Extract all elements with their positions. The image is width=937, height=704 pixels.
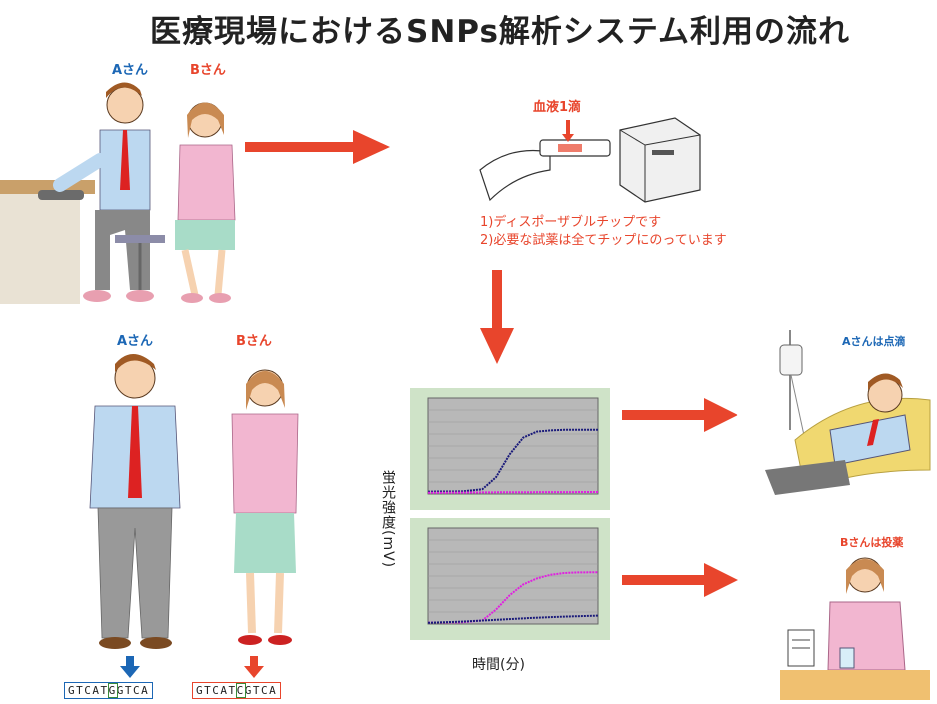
outcome-a-label: Aさんは点滴: [842, 335, 906, 348]
x-axis-label: 時間(分): [472, 657, 525, 673]
blood-drop-label: 血液1滴: [533, 100, 582, 115]
snp-b: C: [235, 683, 246, 698]
right-arrow-icon: [245, 130, 390, 164]
series-line-1: [427, 614, 599, 624]
dna-sequence-b: GTCATCGTCA: [192, 682, 282, 699]
series-line-0: [427, 571, 599, 624]
dna-sequence-a: GTCATGGTCA: [64, 682, 154, 699]
right-arrow-to-b-icon: [622, 563, 738, 597]
snp-a: G: [107, 683, 118, 698]
down-arrow-icon: [480, 270, 514, 364]
person-b-label: Bさん: [190, 63, 226, 78]
outcome-b-label: Bさんは投薬: [840, 536, 904, 549]
down-arrow-red-icon: [244, 656, 264, 678]
standing-persons-illustration: [89, 354, 299, 649]
person-b-standing-label: Bさん: [236, 334, 272, 349]
chart-a: [410, 388, 610, 510]
medication-illustration: [762, 536, 937, 704]
y-axis-label: 蛍光強度(mV): [380, 470, 396, 569]
iv-drip-illustration: [737, 322, 933, 498]
person-a-label: Aさん: [112, 63, 149, 78]
right-arrow-to-a-icon: [622, 398, 738, 432]
chip-note-2: 2)必要な試薬は全てチップにのっています: [480, 233, 727, 248]
series-line-1: [427, 491, 599, 494]
chip-notes: 1)ディスポーザブルチップです 2)必要な試薬は全てチップにのっています: [480, 214, 800, 250]
series-line-0: [427, 428, 598, 493]
page-title: 医療現場におけるSNPs解析システム利用の流れ: [150, 14, 850, 50]
down-arrow-blue-icon: [120, 656, 140, 678]
chip-note-1: 1)ディスポーザブルチップです: [480, 215, 662, 230]
clinic-scene-illustration: [0, 82, 236, 304]
person-a-standing-label: Aさん: [117, 334, 154, 349]
analyzer-device-illustration: [479, 117, 701, 203]
chart-b: [410, 518, 610, 640]
